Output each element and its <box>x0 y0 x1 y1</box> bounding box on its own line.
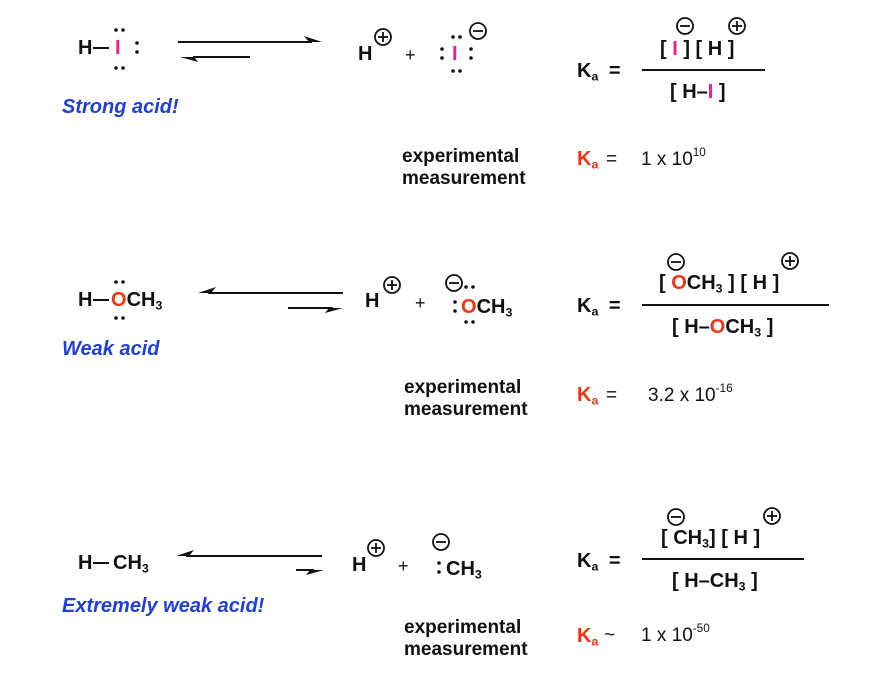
methyl-anion-negative-charge <box>432 533 450 551</box>
hi-product-plus: + <box>405 45 416 65</box>
methoxide-product: OCH3 <box>461 296 513 320</box>
hi-ka-anion-charge <box>676 17 694 35</box>
hi-proton-positive-charge <box>374 28 392 46</box>
methane-proton-positive-charge <box>367 539 385 557</box>
methanol-ka-symbol: Ka = <box>577 295 621 319</box>
methanol-product-plus: + <box>415 293 426 313</box>
strong-acid-label: Strong acid! <box>62 96 179 118</box>
methane-ka-symbol: Ka = <box>577 550 621 574</box>
methanol-ka-proton-charge <box>781 252 799 270</box>
methane-product-plus: + <box>398 556 409 576</box>
methanol-measured-ka-symbol: Ka <box>577 384 599 408</box>
methanol-ka-numerator: [ OCH3 ] [ H ] <box>659 272 780 296</box>
hi-reactant-iodine: I <box>115 37 121 59</box>
methanol-reactant: H <box>78 289 93 311</box>
hi-product-iodide: I <box>452 43 458 65</box>
hi-reactant: H <box>78 38 92 58</box>
methanol-reactant-och3: OCH3 <box>111 289 163 313</box>
methane-product-proton: H <box>352 554 367 576</box>
methane-reactant: H <box>78 552 93 574</box>
hi-measured-ka-value: 1 x 1010 <box>641 146 706 170</box>
hi-ka-proton-charge <box>728 17 746 35</box>
methoxide-negative-charge <box>445 274 463 292</box>
methyl-anion-lone-pair <box>437 561 441 574</box>
methane-ka-proton-charge <box>763 507 781 525</box>
methanol-measurement-label: experimental measurement <box>404 377 528 420</box>
hi-ka-symbol: Ka = <box>577 60 621 84</box>
methanol-ka-denominator: [ H–OCH3 ] <box>672 316 774 340</box>
hi-ka-denominator: [ H–I ] <box>670 81 726 103</box>
methanol-measured-ka-value: 3.2 x 10-16 <box>648 382 733 406</box>
hi-product-proton: H <box>358 43 373 65</box>
hi-iodide-negative-charge <box>469 22 487 40</box>
methane-ka-anion-charge <box>667 508 685 526</box>
weak-acid-label: Weak acid <box>62 338 160 360</box>
hi-ka-numerator: [ I ] [ H ] <box>660 38 735 60</box>
methanol-measured-relation: = <box>606 385 618 406</box>
methane-measured-ka-symbol: Ka <box>577 625 599 649</box>
methane-measurement-label: experimental measurement <box>404 617 528 660</box>
methanol-product-proton: H <box>365 290 380 312</box>
extremely-weak-acid-label: Extremely weak acid! <box>62 595 265 617</box>
hi-equilibrium-arrows <box>178 36 322 62</box>
methanol-ka-anion-charge <box>667 253 685 271</box>
methane-ka-numerator: [ CH3] [ H ] <box>661 527 761 551</box>
hi-measured-ka-symbol: Ka <box>577 148 599 172</box>
hi-measured-relation: = <box>606 149 618 170</box>
methanol-equilibrium-arrows <box>198 287 343 313</box>
methane-ka-denominator: [ H–CH3 ] <box>672 570 758 594</box>
hi-measurement-label: experimental measurement <box>402 146 526 189</box>
methane-equilibrium-arrows <box>176 550 324 575</box>
hi-reactant-h: H <box>78 37 93 59</box>
methanol-proton-positive-charge <box>383 276 401 294</box>
methane-measured-ka-value: 1 x 10-50 <box>641 622 710 646</box>
methane-measured-relation: ~ <box>604 625 616 646</box>
methyl-anion-product: CH3 <box>446 558 482 582</box>
methane-reactant-ch3: CH3 <box>113 552 149 576</box>
